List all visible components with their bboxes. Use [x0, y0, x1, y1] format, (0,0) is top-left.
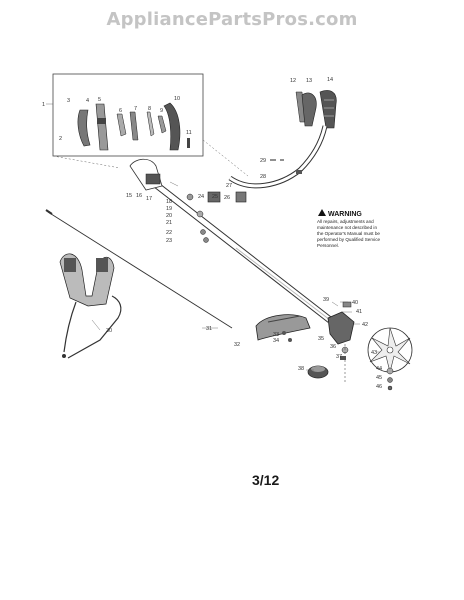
trimmer-guard — [255, 314, 311, 341]
handle-component-9 — [157, 115, 167, 134]
callout-43: 43 — [371, 350, 377, 356]
callout-7: 7 — [134, 106, 137, 112]
callout-44: 44 — [376, 366, 382, 372]
main-shaft — [147, 177, 333, 323]
callout-labels: 1 2 3 4 5 6 7 8 9 10 11 12 13 14 15 16 1… — [42, 77, 382, 390]
shoulder-harness — [59, 253, 122, 359]
callout-10: 10 — [174, 96, 180, 102]
clamp-26 — [235, 191, 247, 203]
warning-triangle-icon — [318, 209, 326, 216]
callout-16: 16 — [136, 193, 142, 199]
callout-12: 12 — [290, 78, 296, 84]
clamp-25 — [207, 191, 221, 203]
warning-line-3: the Operator's Manual must be — [317, 231, 380, 236]
bolt-24 — [186, 193, 194, 201]
handle-parts-inset — [52, 73, 249, 177]
washers-44-46 — [386, 367, 394, 391]
callout-46: 46 — [376, 384, 382, 390]
callout-20: 20 — [166, 213, 172, 219]
callout-31: 31 — [206, 326, 212, 332]
callout-4: 4 — [86, 98, 89, 104]
handle-component-10 — [163, 102, 181, 151]
callout-11: 11 — [186, 130, 192, 136]
callout-33: 33 — [273, 332, 279, 338]
loop-handle-bar — [228, 125, 328, 189]
page-number: 3/12 — [252, 472, 280, 488]
lower-parts-36-37 — [340, 356, 346, 360]
callout-8: 8 — [148, 106, 151, 112]
callout-6: 6 — [119, 108, 122, 114]
callout-28: 28 — [260, 174, 266, 180]
callout-19: 19 — [166, 206, 172, 212]
callout-37: 37 — [336, 354, 342, 360]
handle-grip-14 — [319, 90, 337, 129]
screws-29 — [270, 159, 302, 174]
callout-41: 41 — [356, 309, 362, 315]
callout-45: 45 — [376, 375, 382, 381]
warning-line-4: performed by Qualified Service — [317, 237, 381, 242]
callout-21: 21 — [166, 220, 172, 226]
bolt-20-21 — [196, 210, 209, 243]
warning-line-2: maintenance not described in — [317, 225, 377, 230]
callout-1: 1 — [42, 102, 45, 108]
callout-14: 14 — [327, 77, 333, 83]
callout-13: 13 — [306, 78, 312, 84]
warning-line-1: All repairs, adjustments and — [317, 219, 374, 224]
callout-5: 5 — [98, 97, 101, 103]
callout-25: 25 — [212, 194, 218, 200]
handle-component-8 — [146, 111, 155, 137]
callout-24: 24 — [198, 194, 204, 200]
callout-22: 22 — [166, 230, 172, 236]
guard-bolts-33-34 — [282, 331, 292, 342]
handle-component-6 — [116, 113, 127, 137]
callout-26: 26 — [224, 195, 230, 201]
callout-34: 34 — [273, 338, 279, 344]
callout-29: 29 — [260, 158, 266, 164]
gear-head — [327, 301, 355, 382]
warning-notice: WARNING All repairs, adjustments and mai… — [317, 209, 381, 248]
callout-2: 2 — [59, 136, 62, 142]
warning-title: WARNING — [328, 211, 362, 218]
drive-cable — [45, 209, 233, 329]
callout-30: 30 — [106, 328, 112, 334]
handle-grip-13 — [301, 92, 317, 127]
warning-line-5: Personnel. — [317, 243, 339, 248]
handle-component-11 — [187, 138, 190, 148]
callout-23: 23 — [166, 238, 172, 244]
handle-component-7 — [129, 111, 139, 141]
trimmer-head-38 — [307, 365, 329, 379]
callout-17: 17 — [146, 196, 152, 202]
callout-35: 35 — [318, 336, 324, 342]
callout-40: 40 — [352, 300, 358, 306]
leader-lines — [46, 103, 380, 371]
callout-9: 9 — [160, 108, 163, 114]
handle-component-2 — [77, 109, 91, 147]
callout-3: 3 — [67, 98, 70, 104]
callout-32: 32 — [234, 342, 240, 348]
engine-mount — [129, 158, 163, 191]
callout-38: 38 — [298, 366, 304, 372]
callout-18: 18 — [166, 199, 172, 205]
callout-27: 27 — [226, 183, 232, 189]
handle-component-5 — [95, 103, 109, 151]
callout-15: 15 — [126, 193, 132, 199]
watermark-text: AppliancePartsPros.com — [106, 9, 358, 30]
callout-36: 36 — [330, 344, 336, 350]
callout-42: 42 — [362, 322, 368, 328]
callout-39: 39 — [323, 297, 329, 303]
